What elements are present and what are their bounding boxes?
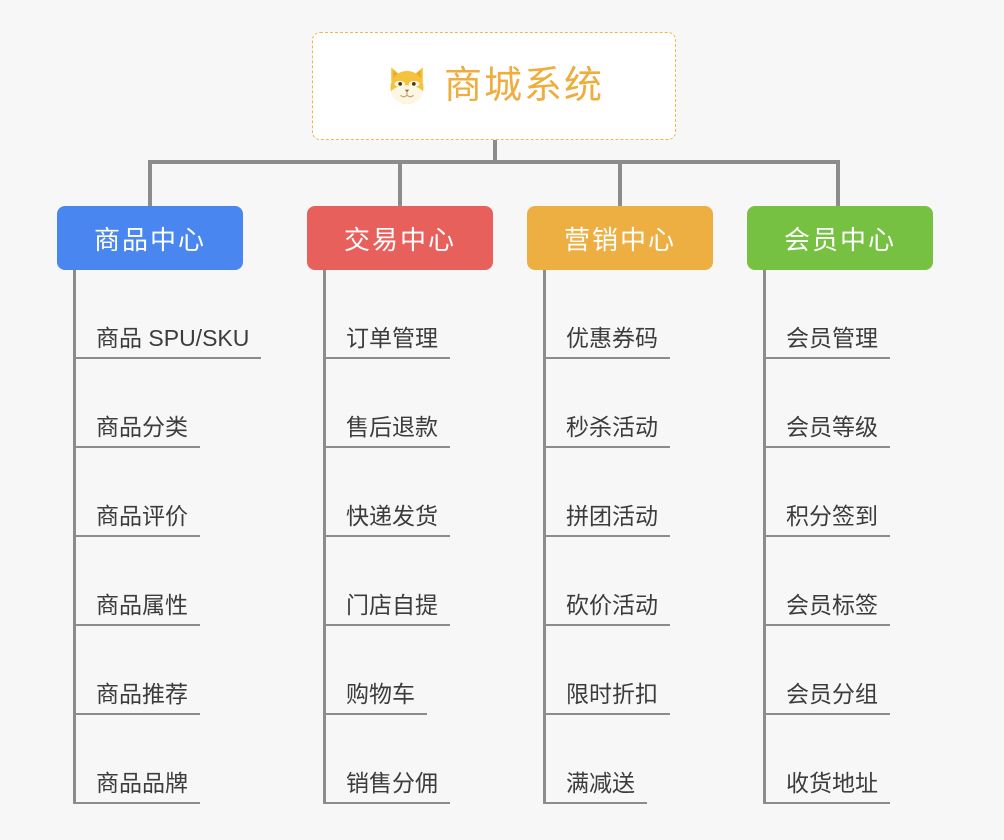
list-item[interactable]: 商品品牌 xyxy=(76,715,277,804)
list-item[interactable]: 满减送 xyxy=(546,715,747,804)
leaf-label: 商品 SPU/SKU xyxy=(76,325,262,359)
list-item[interactable]: 门店自提 xyxy=(326,537,527,626)
leaf-label: 砍价活动 xyxy=(546,592,670,626)
category-column-yingxiao: 营销中心 优惠券码 秒杀活动 拼团活动 砍价活动 限时折扣 满减送 xyxy=(527,206,747,804)
category-column-jiaoyi: 交易中心 订单管理 售后退款 快递发货 门店自提 购物车 销售分佣 xyxy=(307,206,527,804)
leaf-label: 订单管理 xyxy=(326,325,450,359)
leaf-label: 销售分佣 xyxy=(326,770,450,804)
category-label: 交易中心 xyxy=(343,224,456,255)
list-item[interactable]: 销售分佣 xyxy=(326,715,527,804)
list-item[interactable]: 售后退款 xyxy=(326,359,527,448)
leaf-list-jiaoyi: 订单管理 售后退款 快递发货 门店自提 购物车 销售分佣 xyxy=(323,270,527,804)
leaf-label: 门店自提 xyxy=(326,592,450,626)
leaf-label: 会员管理 xyxy=(766,325,890,359)
category-column-shangpin: 商品中心 商品 SPU/SKU 商品分类 商品评价 商品属性 商品推荐 商品品牌 xyxy=(57,206,277,804)
connector-drop-3 xyxy=(618,160,622,208)
list-item[interactable]: 会员标签 xyxy=(766,537,967,626)
leaf-label: 限时折扣 xyxy=(546,681,670,715)
list-item[interactable]: 商品 SPU/SKU xyxy=(76,270,277,359)
connector-horizontal-bus xyxy=(148,160,840,164)
leaf-label: 会员标签 xyxy=(766,592,890,626)
category-header-huiyuan[interactable]: 会员中心 xyxy=(747,206,933,270)
leaf-label: 商品分类 xyxy=(76,414,200,448)
leaf-label: 积分签到 xyxy=(766,503,890,537)
list-item[interactable]: 拼团活动 xyxy=(546,448,747,537)
category-header-yingxiao[interactable]: 营销中心 xyxy=(527,206,713,270)
leaf-label: 商品属性 xyxy=(76,592,200,626)
leaf-label: 商品评价 xyxy=(76,503,200,537)
category-label: 营销中心 xyxy=(563,224,676,255)
category-column-huiyuan: 会员中心 会员管理 会员等级 积分签到 会员标签 会员分组 收货地址 xyxy=(747,206,967,804)
list-item[interactable]: 会员等级 xyxy=(766,359,967,448)
leaf-list-huiyuan: 会员管理 会员等级 积分签到 会员标签 会员分组 收货地址 xyxy=(763,270,967,804)
connector-root-stem xyxy=(493,140,497,162)
list-item[interactable]: 收货地址 xyxy=(766,715,967,804)
leaf-label: 快递发货 xyxy=(326,503,450,537)
category-label: 商品中心 xyxy=(93,224,206,255)
leaf-label: 秒杀活动 xyxy=(546,414,670,448)
list-item[interactable]: 快递发货 xyxy=(326,448,527,537)
category-header-jiaoyi[interactable]: 交易中心 xyxy=(307,206,493,270)
list-item[interactable]: 商品评价 xyxy=(76,448,277,537)
connector-drop-2 xyxy=(398,160,402,208)
leaf-label: 收货地址 xyxy=(766,770,890,804)
list-item[interactable]: 砍价活动 xyxy=(546,537,747,626)
leaf-list-yingxiao: 优惠券码 秒杀活动 拼团活动 砍价活动 限时折扣 满减送 xyxy=(543,270,747,804)
leaf-label: 优惠券码 xyxy=(546,325,670,359)
category-header-shangpin[interactable]: 商品中心 xyxy=(57,206,243,270)
connector-drop-1 xyxy=(148,160,152,208)
list-item[interactable]: 秒杀活动 xyxy=(546,359,747,448)
leaf-label: 售后退款 xyxy=(326,414,450,448)
list-item[interactable]: 订单管理 xyxy=(326,270,527,359)
leaf-label: 购物车 xyxy=(326,681,427,715)
root-title: 商城系统 xyxy=(443,65,604,107)
list-item[interactable]: 优惠券码 xyxy=(546,270,747,359)
leaf-list-shangpin: 商品 SPU/SKU 商品分类 商品评价 商品属性 商品推荐 商品品牌 xyxy=(73,270,277,804)
leaf-label: 会员等级 xyxy=(766,414,890,448)
list-item[interactable]: 积分签到 xyxy=(766,448,967,537)
list-item[interactable]: 会员管理 xyxy=(766,270,967,359)
connector-drop-4 xyxy=(836,160,840,208)
shiba-dog-icon xyxy=(390,67,424,107)
leaf-label: 拼团活动 xyxy=(546,503,670,537)
leaf-label: 会员分组 xyxy=(766,681,890,715)
leaf-label: 商品推荐 xyxy=(76,681,200,715)
list-item[interactable]: 会员分组 xyxy=(766,626,967,715)
list-item[interactable]: 商品属性 xyxy=(76,537,277,626)
list-item[interactable]: 商品分类 xyxy=(76,359,277,448)
list-item[interactable]: 商品推荐 xyxy=(76,626,277,715)
root-node[interactable]: 商城系统 xyxy=(312,32,676,140)
category-label: 会员中心 xyxy=(783,224,896,255)
list-item[interactable]: 购物车 xyxy=(326,626,527,715)
leaf-label: 商品品牌 xyxy=(76,770,200,804)
leaf-label: 满减送 xyxy=(546,770,647,804)
list-item[interactable]: 限时折扣 xyxy=(546,626,747,715)
